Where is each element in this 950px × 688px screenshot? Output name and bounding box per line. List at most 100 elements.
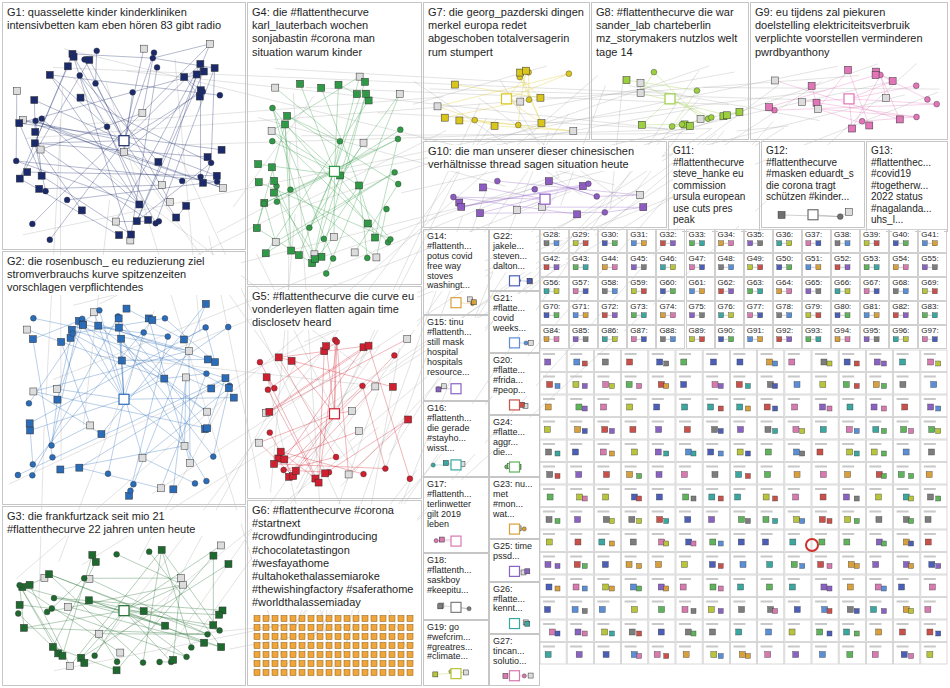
group-edge (695, 315, 700, 316)
vertex-icon (210, 622, 217, 629)
vertex-icon (683, 652, 689, 658)
vertex-icon (263, 670, 269, 676)
group-cell-frame (921, 350, 947, 372)
group-cell-frame (894, 350, 920, 372)
vertex-icon (773, 609, 778, 614)
label-stub (761, 556, 773, 558)
group-edge (453, 197, 577, 214)
vertex-dot (859, 118, 865, 124)
vertex-icon (222, 375, 229, 382)
vertex-icon (626, 382, 632, 388)
vertex-icon (847, 449, 853, 455)
vertex-icon (272, 616, 278, 622)
vertex-icon (546, 584, 552, 590)
label-stub (597, 376, 609, 378)
vertex-icon (845, 265, 850, 270)
vertex-icon (570, 127, 577, 134)
group-cell-frame (649, 418, 675, 440)
group-edge (869, 291, 874, 292)
group-edge (82, 319, 215, 362)
group-edge (124, 611, 219, 615)
vertex-icon (737, 359, 743, 365)
vertex-dot (515, 122, 521, 128)
label-stub (869, 623, 881, 625)
vertex-icon (272, 634, 278, 640)
tie-line (301, 66, 709, 207)
group-edge (326, 346, 334, 414)
label-stub (897, 443, 909, 445)
tie-line (271, 214, 296, 492)
vertex-icon (806, 337, 811, 342)
group-edge (20, 585, 59, 653)
label-stub (679, 533, 691, 535)
vertex-icon (602, 289, 607, 294)
group-edge (96, 51, 97, 84)
vertex-dot (114, 551, 120, 557)
vertex-icon (491, 122, 498, 129)
vertex-icon (903, 337, 908, 342)
group-cell-frame (785, 508, 811, 530)
vertex-icon (903, 241, 908, 246)
vertex-icon (441, 384, 446, 389)
vertex-icon (326, 652, 332, 658)
group-edge (840, 291, 845, 292)
vertex-icon (254, 616, 260, 622)
vertex-icon (820, 382, 826, 388)
vertex-icon (271, 177, 278, 184)
vertex-icon (932, 289, 937, 294)
group-cell-frame (676, 350, 702, 372)
vertex-dot (382, 466, 388, 472)
vertex-icon (96, 630, 103, 637)
vertex-icon (794, 517, 800, 523)
vertex-icon (573, 584, 579, 590)
vertex-icon (927, 629, 933, 635)
hub-icon (451, 460, 461, 470)
vertex-icon (281, 625, 287, 631)
group-cell-frame (730, 530, 756, 552)
vertex-icon (405, 416, 412, 423)
group-edge (927, 243, 932, 244)
vertex-icon (927, 652, 933, 658)
group-cell-frame (894, 575, 920, 597)
vertex-icon (322, 470, 329, 477)
group-edge (578, 315, 583, 316)
label-stub (706, 421, 718, 423)
group-edge (840, 339, 845, 340)
vertex-icon (845, 337, 850, 342)
group-edge (162, 550, 220, 631)
label-stub (570, 511, 582, 513)
group-edge (18, 378, 226, 475)
group-cell-frame (730, 620, 756, 642)
vertex-icon (353, 643, 359, 649)
group-cell-frame (866, 418, 892, 440)
vertex-icon (909, 519, 914, 524)
group-edge (18, 614, 53, 647)
group-edge (869, 339, 874, 340)
vertex-icon (881, 609, 886, 614)
group-edge (607, 243, 612, 244)
label-stub (842, 488, 854, 490)
vertex-icon (735, 494, 741, 500)
vertex-icon (854, 564, 859, 569)
group-edge (161, 374, 207, 489)
vertex-dot (434, 539, 438, 543)
group-cell-frame (594, 643, 620, 665)
vertex-icon (922, 265, 927, 270)
group-cell-frame (622, 395, 648, 417)
group-box: G7: die georg_pazderski dingen merkel eu… (423, 2, 590, 140)
group-edge (369, 346, 410, 479)
group-cell-frame (758, 373, 784, 395)
vertex-icon (883, 95, 890, 102)
vertex-icon (682, 607, 688, 613)
vertex-icon (827, 406, 832, 411)
vertex-icon (290, 616, 296, 622)
vertex-icon (404, 336, 411, 343)
vertex-icon (664, 384, 669, 389)
group-edge (811, 291, 816, 292)
vertex-icon (870, 607, 876, 613)
group-cell-frame (921, 418, 947, 440)
label-stub (706, 443, 718, 445)
vertex-dot (217, 92, 223, 98)
label-stub (842, 646, 854, 648)
group-cell-frame (540, 395, 566, 417)
